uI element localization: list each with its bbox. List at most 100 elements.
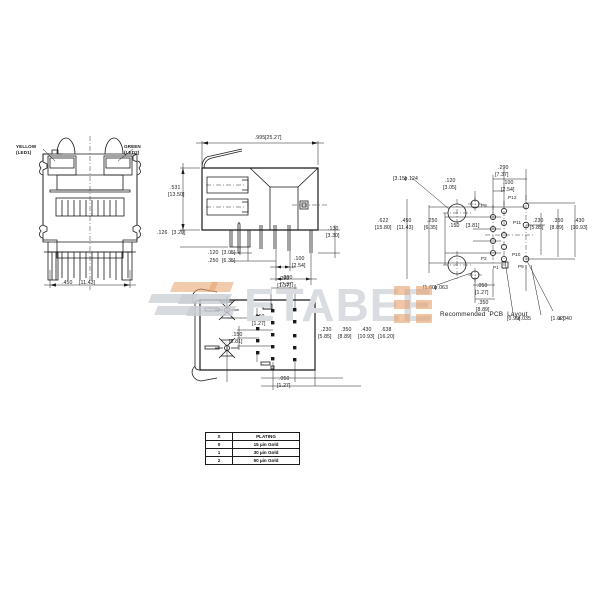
plating-header-x: X bbox=[205, 432, 233, 441]
pcb-top-span-mm: [7.37] bbox=[495, 172, 509, 178]
side-view: .995 [25.27] .531 [13.50] .126 [3.20] .1… bbox=[157, 125, 380, 305]
bottom-col4-label-mm: [16.20] bbox=[378, 334, 395, 340]
callout-mount-hole-dia: ø.124 bbox=[395, 169, 418, 189]
signal-hole-symbol: ø bbox=[517, 315, 521, 322]
signal-hole-inch: .035 bbox=[520, 315, 532, 322]
dim-height-mm: [13.50] bbox=[168, 192, 185, 198]
bottom-span-inch: .290 bbox=[278, 276, 290, 282]
dim-standoff-mm: [3.20] bbox=[172, 230, 186, 236]
pcb-col1-mm: [5.85] bbox=[530, 225, 544, 231]
led-hole-inch: .063 bbox=[437, 284, 449, 291]
dim-overall-length-mm: [25.27] bbox=[265, 135, 282, 141]
dim-pitch-mm: [2.54] bbox=[292, 263, 306, 269]
bottom-col3-mm: [10.93] bbox=[358, 334, 375, 340]
plating-row-2-x: 2 bbox=[205, 456, 233, 465]
front-width-mm: [11.43] bbox=[79, 280, 96, 286]
shield-hole-inch: .040 bbox=[561, 315, 573, 322]
pcb-overall-width-mm: [15.80] bbox=[375, 225, 392, 231]
plating-row-0-x: 0 bbox=[205, 440, 233, 449]
bottom-col4-label-inch: .638 bbox=[381, 327, 392, 333]
pcb-mount-span-mm: [11.43] bbox=[397, 225, 414, 231]
pcb-row-gap-inch: .150 bbox=[449, 223, 460, 229]
callout-signal-hole-dia: ø.035 bbox=[508, 309, 531, 329]
dim-tail-a-mm: [3.05] bbox=[222, 250, 236, 256]
bottom-view-graphic bbox=[191, 284, 361, 390]
bottom-col2-inch: .350 bbox=[341, 327, 352, 333]
pcb-overall-width-inch: .622 bbox=[378, 218, 389, 224]
pin-label-p12: P12 bbox=[508, 195, 517, 200]
dim-span-mm: [7.37] bbox=[280, 282, 294, 288]
pcb-led-x-inch: .050 bbox=[477, 283, 488, 289]
bottom-col1-mm: [5.85] bbox=[318, 334, 332, 340]
dim-span-inch: .290 bbox=[282, 275, 293, 281]
callout-shield-hole-mm: [1.02] bbox=[551, 316, 565, 322]
pcb-col3-mm: [10.93] bbox=[571, 225, 588, 231]
callout-signal-hole-mm: [0.90] bbox=[507, 316, 521, 322]
led-hole-symbol: ø bbox=[434, 284, 438, 291]
bottom-col3-inch: .430 bbox=[361, 327, 372, 333]
pin-label-p9: P9 bbox=[518, 264, 524, 269]
dim-tail-a-inch: .120 bbox=[208, 250, 219, 256]
callout-mount-hole-mm: [3.15] bbox=[393, 176, 407, 182]
bottom-row-offset-mm: [3.81] bbox=[229, 339, 243, 345]
table-row: 0 15 µin Gold bbox=[205, 440, 300, 449]
front-view-graphic bbox=[39, 136, 141, 290]
pcb-top-span-inch: .290 bbox=[498, 165, 509, 171]
bottom-col1-inch: .230 bbox=[321, 327, 332, 333]
pcb-pitch-inch: .100 bbox=[503, 180, 514, 186]
pin-label-p10: P10 bbox=[512, 252, 521, 257]
callout-led-hole-mm: [1.60] bbox=[423, 285, 437, 291]
plating-row-0-value: 15 µin Gold bbox=[232, 440, 300, 449]
dim-pitch-inch: .100 bbox=[294, 256, 305, 262]
dim-overall-length-inch: .995 bbox=[254, 135, 266, 141]
dim-tail-b-mm: [6.35] bbox=[222, 258, 236, 264]
pcb-pitch-mm: [2.54] bbox=[501, 187, 515, 193]
bottom-view: .290 [7.37] .050 [1.27] .150 [3.81] .230… bbox=[175, 276, 380, 398]
pcb-col3-inch: .430 bbox=[574, 218, 585, 224]
callout-shield-hole-dia: ø.040 bbox=[549, 309, 572, 329]
plating-row-2-value: 50 µin Gold bbox=[232, 456, 300, 465]
plating-row-1-x: 1 bbox=[205, 448, 233, 457]
pcb-led-y-inch: .350 bbox=[478, 300, 489, 306]
pcb-layout-caption: Recommended PCB Layout bbox=[440, 311, 528, 318]
bottom-post-offset-inch: .050 bbox=[254, 314, 265, 320]
pin-label-p2: P2 bbox=[481, 256, 487, 261]
pcb-col2-mm: [8.89] bbox=[550, 225, 564, 231]
table-row: 2 50 µin Gold bbox=[205, 456, 300, 465]
dim-height-inch: .531 bbox=[170, 185, 181, 191]
front-view: YELLOW (LED1) GREEN (LED2) .450 [11.43] bbox=[0, 130, 190, 310]
bottom-row-offset-inch: .150 bbox=[232, 332, 243, 338]
dim-standoff-inch: .126 bbox=[157, 230, 168, 236]
pcb-mount-x-inch: .120 bbox=[445, 178, 456, 184]
plating-row-1-value: 30 µin Gold bbox=[232, 448, 300, 457]
side-view-graphic bbox=[180, 141, 340, 285]
pcb-col1-inch: .230 bbox=[533, 218, 544, 224]
yellow-led-label: YELLOW (LED1) bbox=[16, 144, 37, 155]
dim-rear-inch: .130 bbox=[328, 226, 339, 232]
plating-table-header-row: X PLATING bbox=[205, 432, 300, 441]
green-led-label: GREEN (LED2) bbox=[124, 144, 141, 155]
bottom-offset-inch: .050 bbox=[279, 376, 290, 382]
pin-label-p1: P1 bbox=[493, 265, 499, 270]
pcb-layout-graphic bbox=[406, 169, 576, 316]
bottom-col2-mm: [8.89] bbox=[338, 334, 352, 340]
plating-header-plating: PLATING bbox=[232, 432, 300, 441]
pcb-inner-span-inch: .250 bbox=[427, 218, 438, 224]
dim-tail-b-inch: .250 bbox=[208, 258, 219, 264]
pcb-led-y-mm: [8.89] bbox=[476, 307, 490, 313]
mount-hole-symbol: ø bbox=[404, 175, 408, 182]
callout-led-hole-dia: ø.063 bbox=[425, 278, 448, 298]
table-row: 1 30 µin Gold bbox=[205, 448, 300, 457]
front-width-inch: .450 bbox=[62, 280, 73, 286]
mount-hole-inch: .124 bbox=[407, 175, 419, 182]
pcb-row-gap-mm: [3.81] bbox=[466, 223, 480, 229]
bottom-post-offset-mm: [1.27] bbox=[252, 321, 266, 327]
pcb-mount-x-mm: [3.05] bbox=[443, 185, 457, 191]
pcb-col2-inch: .350 bbox=[553, 218, 564, 224]
shield-hole-symbol: ø bbox=[558, 315, 562, 322]
plating-table: X PLATING 0 15 µin Gold 1 30 µin Gold 2 … bbox=[205, 432, 300, 465]
pcb-mount-span-inch: .450 bbox=[401, 218, 412, 224]
pcb-inner-span-mm: [6.35] bbox=[424, 225, 438, 231]
pcb-led-x-mm: [1.27] bbox=[475, 290, 489, 296]
